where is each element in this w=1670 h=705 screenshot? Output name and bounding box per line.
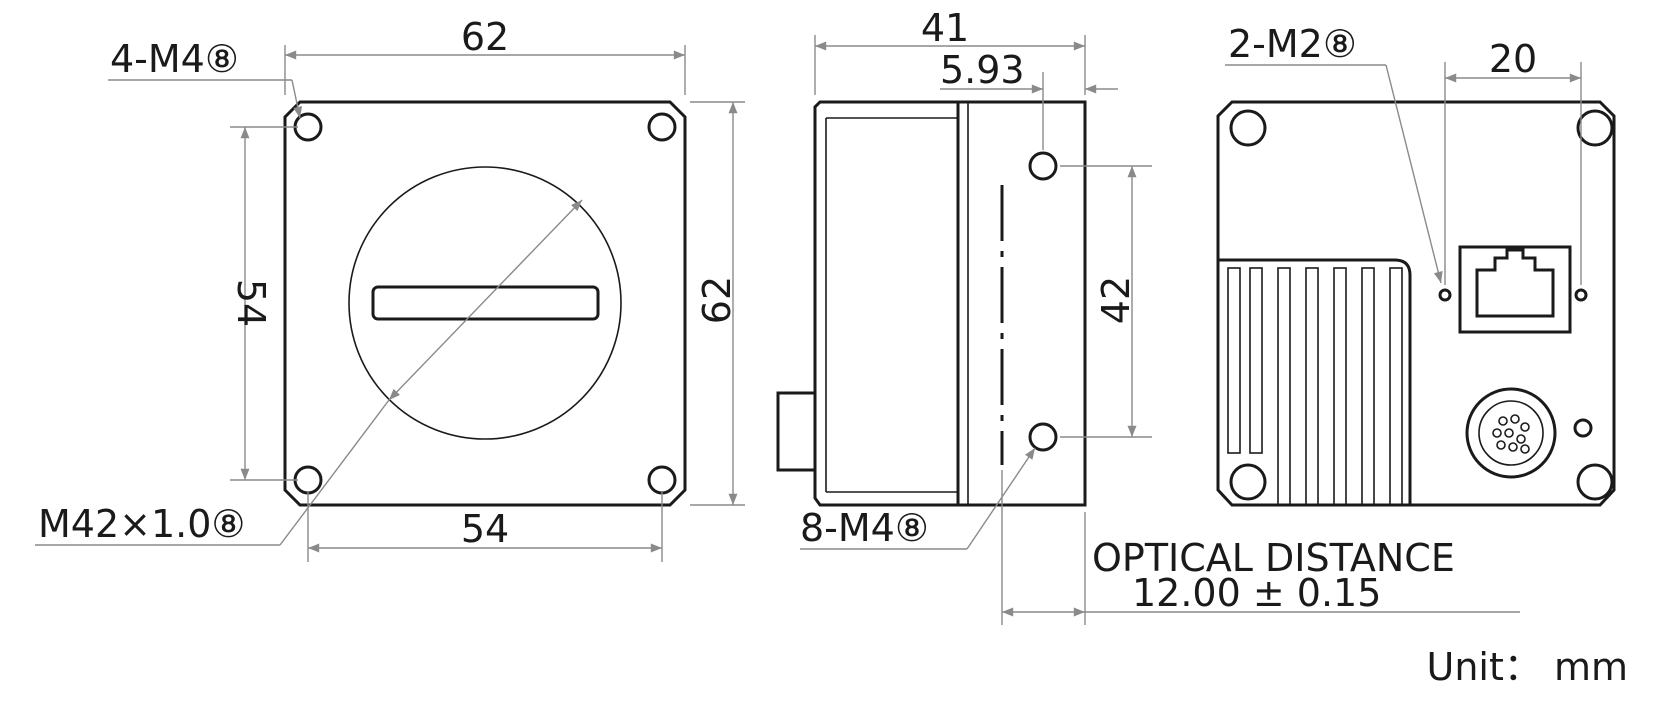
rear-body-outline [1216,100,1616,507]
rear-hole-callout: 2-M2⑧ [1228,22,1357,66]
lens-mount-circle [348,166,622,440]
rear-hole-top-right [1576,109,1614,147]
front-dim-bottom: 54 [461,507,509,551]
side-dim-right: 42 [1094,276,1138,324]
mount-hole-bottom-left [293,465,323,495]
side-body-outline [813,100,1087,507]
front-view: 62 62 54 54 4-M4⑧ M42×1.0⑧ [35,15,745,562]
rear-hole-bottom-left [1229,463,1267,501]
optical-distance-label: OPTICAL DISTANCE [1092,536,1455,580]
side-hole-callout: 8-M4⑧ [800,506,929,550]
front-dim-top: 62 [461,15,509,59]
rear-dim-top: 20 [1489,37,1537,81]
m2-hole-right [1574,288,1588,302]
led-indicator [1573,418,1593,438]
rear-hole-top-left [1229,109,1267,147]
heat-sink-fins [1218,258,1412,506]
mount-hole-top-right [647,112,677,142]
rear-view: 2-M2⑧ 20 [1216,22,1616,507]
front-dim-left: 54 [229,279,273,327]
side-dim-top: 41 [921,6,969,50]
m2-hole-left [1438,288,1452,302]
unit-label: Unit： mm [1427,645,1628,689]
rear-hole-bottom-right [1576,463,1614,501]
side-view: 41 5.93 42 8-M4⑧ OPTICAL DISTANCE 12.00 … [776,6,1520,625]
front-dim-right: 62 [695,276,739,324]
sensor-slot [371,285,600,321]
side-hole-top [1028,151,1058,181]
front-mount-callout: M42×1.0⑧ [38,502,245,546]
front-thread-callout: 4-M4⑧ [110,37,239,81]
front-body-outline [283,100,687,507]
ethernet-port-icon [1458,245,1572,334]
side-hole-bottom [1028,422,1058,452]
side-dim-offset: 5.93 [940,48,1025,92]
optical-distance-value: 12.00 ± 0.15 [1132,571,1381,615]
mount-hole-top-left [293,112,323,142]
mount-hole-bottom-right [647,465,677,495]
io-connector-icon [1465,387,1557,479]
side-connector-block [776,391,817,472]
